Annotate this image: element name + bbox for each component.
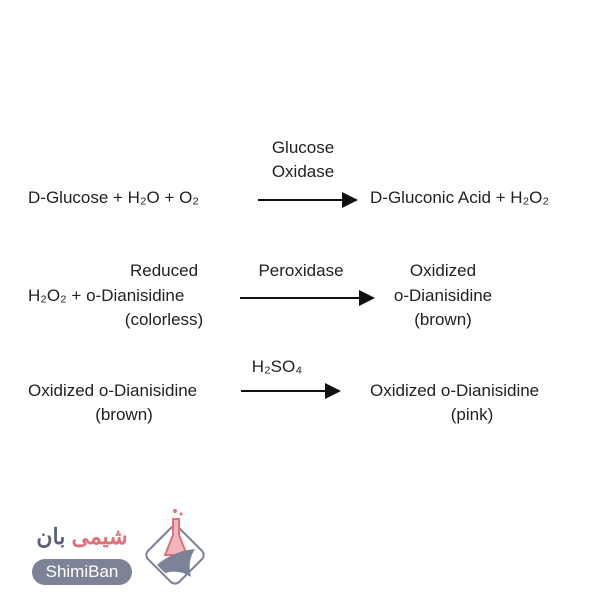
- logo-latin-text: ShimiBan: [32, 559, 132, 585]
- reaction-3-product-line1: Oxidized o-Dianisidine: [370, 381, 540, 400]
- reaction-2-product-line1: Oxidized: [409, 261, 477, 280]
- reaction-2-product-line3: (brown): [414, 310, 472, 329]
- reaction-1-products: D-Gluconic Acid + H₂O₂: [370, 188, 550, 207]
- reaction-2-product-line2: o-Dianisidine: [393, 286, 493, 305]
- reaction-3-reactant-line1: Oxidized o-Dianisidine: [28, 381, 198, 400]
- reaction-3-product-line2: (pink): [450, 405, 494, 424]
- reaction-1-reactants: D-Glucose + H₂O + O₂: [28, 188, 199, 207]
- reaction-1-catalyst-line1: Glucose: [271, 138, 335, 157]
- reaction-2-reactant-line3: (colorless): [124, 310, 204, 329]
- logo-persian-part-a: بان: [36, 524, 66, 549]
- reaction-2-catalyst: Peroxidase: [258, 261, 344, 280]
- reaction-3-reactant-line2: (brown): [95, 405, 153, 424]
- reaction-3-arrow: [241, 383, 341, 399]
- reaction-1-catalyst-line2: Oxidase: [271, 162, 335, 181]
- reaction-2-reactant-line2: H₂O₂ + o-Dianisidine: [28, 286, 185, 305]
- reaction-2-arrow: [240, 290, 375, 306]
- shimiban-logo: شیمی بان ShimiBan: [24, 505, 224, 595]
- logo-persian-part-b: شیمی: [71, 524, 128, 549]
- reaction-3-catalyst: H₂SO₄: [251, 357, 303, 376]
- flask-hand-icon: [145, 509, 205, 585]
- logo-persian-text: شیمی بان: [32, 523, 132, 551]
- reaction-1-arrow: [258, 192, 358, 208]
- reaction-2-reactant-line1: Reduced: [129, 261, 199, 280]
